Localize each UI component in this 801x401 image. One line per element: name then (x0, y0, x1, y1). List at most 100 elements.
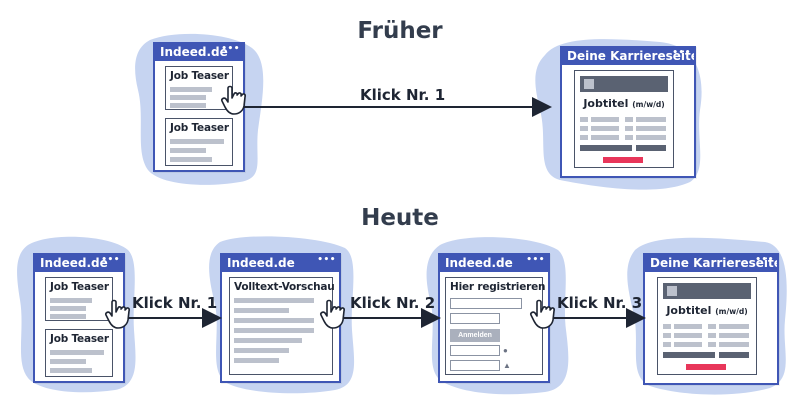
window-menu-icon[interactable]: ••• (317, 255, 336, 265)
detail-line (625, 126, 633, 131)
apple-login-field[interactable] (450, 345, 500, 356)
window-title: Indeed.de (40, 256, 108, 270)
arrow-label-after-3: Klick Nr. 3 (557, 294, 643, 312)
text-line (50, 359, 86, 364)
content-block (663, 352, 715, 358)
job-teaser-title: Job Teaser (170, 122, 229, 134)
after-register-window: Indeed.de ••• Hier registrieren Anmelden… (438, 253, 550, 383)
detail-line (663, 333, 671, 338)
detail-line (663, 324, 671, 329)
career-page-card: Jobtitel (m/w/d) (574, 70, 674, 168)
before-indeed-window: Indeed.de ••• Job Teaser Job Teaser (153, 42, 245, 172)
window-title-bar: Indeed.de ••• (222, 255, 339, 272)
detail-line (636, 126, 666, 131)
header-image (663, 283, 751, 299)
after-indeed-window: Indeed.de ••• Job Teaser Job Teaser (33, 253, 125, 383)
detail-line (591, 117, 619, 122)
apply-button[interactable] (603, 157, 643, 163)
job-teaser-card[interactable]: Job Teaser (165, 66, 233, 110)
registration-title: Hier registrieren (450, 281, 546, 293)
job-teaser-card[interactable]: Job Teaser (45, 329, 113, 377)
fulltext-preview-card: Volltext-Vorschau (229, 277, 335, 375)
text-line (234, 358, 279, 363)
text-line (170, 139, 224, 144)
detail-line (708, 324, 716, 329)
window-menu-icon[interactable]: ••• (526, 255, 545, 265)
text-line (234, 338, 302, 343)
job-teaser-card[interactable]: Job Teaser (165, 118, 233, 166)
hand-cursor-icon (320, 299, 345, 329)
detail-line (663, 342, 671, 347)
detail-line (591, 135, 619, 140)
text-line (234, 328, 314, 333)
section-title-after: Heute (361, 205, 439, 231)
arrow-label-after-1: Klick Nr. 1 (132, 294, 218, 312)
logo-placeholder (667, 286, 677, 296)
text-line (234, 348, 289, 353)
apple-icon: ● (503, 346, 508, 355)
content-block (636, 145, 666, 151)
arrow-label-before: Klick Nr. 1 (360, 86, 446, 104)
text-line (234, 308, 289, 313)
text-line (170, 95, 206, 100)
thumbs-up-icon: ▲ (503, 361, 511, 370)
detail-line (625, 117, 633, 122)
text-line (170, 87, 212, 92)
before-career-window: Deine Karriereseite ••• Jobtitel (m/w/d) (560, 46, 696, 178)
window-title-bar: Indeed.de ••• (155, 44, 243, 61)
job-title: Jobtitel (m/w/d) (666, 304, 748, 317)
apply-button[interactable] (686, 364, 726, 370)
job-teaser-title: Job Teaser (50, 281, 109, 293)
career-page-card: Jobtitel (m/w/d) (657, 277, 757, 375)
window-title-bar: Deine Karriereseite ••• (562, 48, 694, 65)
hand-cursor-icon (530, 299, 555, 329)
text-line (170, 103, 206, 108)
window-menu-icon[interactable]: ••• (221, 44, 240, 54)
job-teaser-card[interactable]: Job Teaser (45, 277, 113, 321)
text-line (234, 298, 314, 303)
window-menu-icon[interactable]: ••• (755, 255, 774, 265)
detail-line (580, 117, 588, 122)
window-title-bar: Indeed.de ••• (35, 255, 123, 272)
arrow-label-after-2: Klick Nr. 2 (350, 294, 436, 312)
detail-line (708, 333, 716, 338)
text-line (170, 157, 212, 162)
detail-line (580, 126, 588, 131)
detail-line (674, 333, 702, 338)
window-title: Indeed.de (445, 256, 513, 270)
text-line (50, 350, 104, 355)
detail-line (580, 135, 588, 140)
social-login-field[interactable] (450, 360, 500, 371)
text-line (170, 148, 206, 153)
job-title: Jobtitel (m/w/d) (583, 97, 665, 110)
window-menu-icon[interactable]: ••• (101, 255, 120, 265)
login-button[interactable]: Anmelden (450, 329, 500, 342)
detail-line (591, 126, 619, 131)
job-teaser-title: Job Teaser (170, 70, 229, 82)
detail-line (719, 333, 749, 338)
hand-cursor-icon (221, 85, 246, 115)
window-title: Deine Karriereseite (650, 256, 777, 270)
header-image (580, 76, 668, 92)
window-title: Indeed.de (160, 45, 228, 59)
after-career-window: Deine Karriereseite ••• Jobtitel (m/w/d) (643, 253, 779, 385)
detail-line (636, 117, 666, 122)
detail-line (625, 135, 633, 140)
section-title-before: Früher (357, 18, 443, 44)
window-title-bar: Deine Karriereseite ••• (645, 255, 777, 272)
registration-field[interactable] (450, 298, 522, 309)
registration-card: Hier registrieren Anmelden ● ▲ (445, 277, 546, 375)
content-block (719, 352, 749, 358)
detail-line (719, 324, 749, 329)
hand-cursor-icon (105, 299, 130, 329)
detail-line (636, 135, 666, 140)
text-line (50, 314, 86, 319)
registration-field[interactable] (450, 313, 500, 324)
window-title-bar: Indeed.de ••• (440, 255, 548, 272)
text-line (234, 318, 314, 323)
detail-line (719, 342, 749, 347)
window-menu-icon[interactable]: ••• (672, 48, 691, 58)
detail-line (708, 342, 716, 347)
text-line (50, 298, 92, 303)
